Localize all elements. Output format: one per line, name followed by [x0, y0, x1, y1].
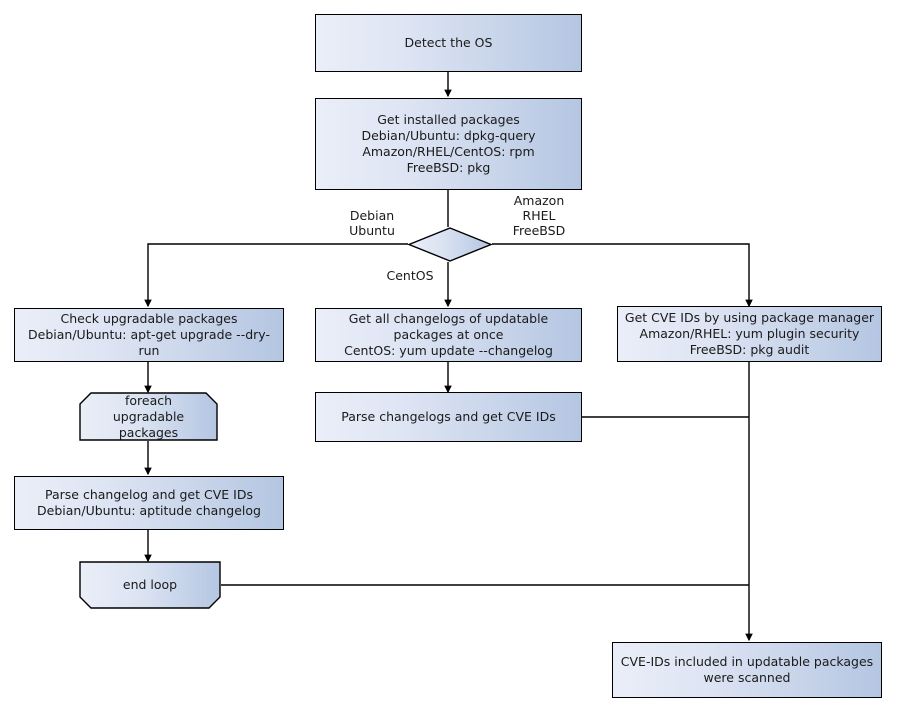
- loop-start-shape-icon: [79, 392, 218, 441]
- node-parse-changelogs-cve-ids-label: Parse changelogs and get CVE IDs: [341, 409, 556, 424]
- edge-label-debian-ubuntu: Debian Ubuntu: [349, 208, 395, 238]
- edge-decision-debian: [144, 243, 408, 308]
- node-get-installed-packages-label: Get installed packages Debian/Ubuntu: dp…: [361, 112, 536, 175]
- edge-decision-amazon: [492, 243, 753, 308]
- node-get-cve-ids-package-manager-label: Get CVE IDs by using package manager Ama…: [624, 310, 875, 357]
- node-scan-complete[interactable]: CVE-IDs included in updatable packages w…: [612, 642, 882, 698]
- node-detect-os[interactable]: Detect the OS: [315, 14, 582, 72]
- node-parse-changelog-cve-ids-label: Parse changelog and get CVE IDs Debian/U…: [37, 487, 261, 518]
- node-parse-changelogs-cve-ids[interactable]: Parse changelogs and get CVE IDs: [315, 392, 582, 442]
- node-parse-changelog-cve-ids[interactable]: Parse changelog and get CVE IDs Debian/U…: [14, 476, 284, 530]
- node-scan-complete-label: CVE-IDs included in updatable packages w…: [620, 654, 874, 685]
- decision-diamond-icon: [407, 227, 493, 262]
- node-foreach-loop-start-label: foreach upgradable packages: [112, 392, 185, 440]
- node-get-installed-packages[interactable]: Get installed packages Debian/Ubuntu: dp…: [315, 98, 582, 190]
- node-get-all-changelogs[interactable]: Get all changelogs of updatable packages…: [315, 308, 582, 362]
- node-check-upgradable-packages-label: Check upgradable packages Debian/Ubuntu:…: [28, 311, 270, 358]
- node-get-all-changelogs-label: Get all changelogs of updatable packages…: [344, 311, 553, 358]
- node-detect-os-label: Detect the OS: [404, 35, 493, 50]
- node-end-loop-label: end loop: [122, 577, 178, 592]
- node-foreach-loop-start[interactable]: foreach upgradable packages: [79, 392, 218, 441]
- node-get-cve-ids-package-manager[interactable]: Get CVE IDs by using package manager Ama…: [617, 306, 882, 362]
- node-os-decision[interactable]: [407, 227, 493, 262]
- node-end-loop[interactable]: end loop: [79, 561, 221, 609]
- node-check-upgradable-packages[interactable]: Check upgradable packages Debian/Ubuntu:…: [14, 308, 284, 362]
- edge-label-amazon-rhel-freebsd: Amazon RHEL FreeBSD: [512, 193, 566, 238]
- loop-end-shape-icon: [79, 561, 221, 609]
- edge-label-centos: CentOS: [386, 268, 434, 283]
